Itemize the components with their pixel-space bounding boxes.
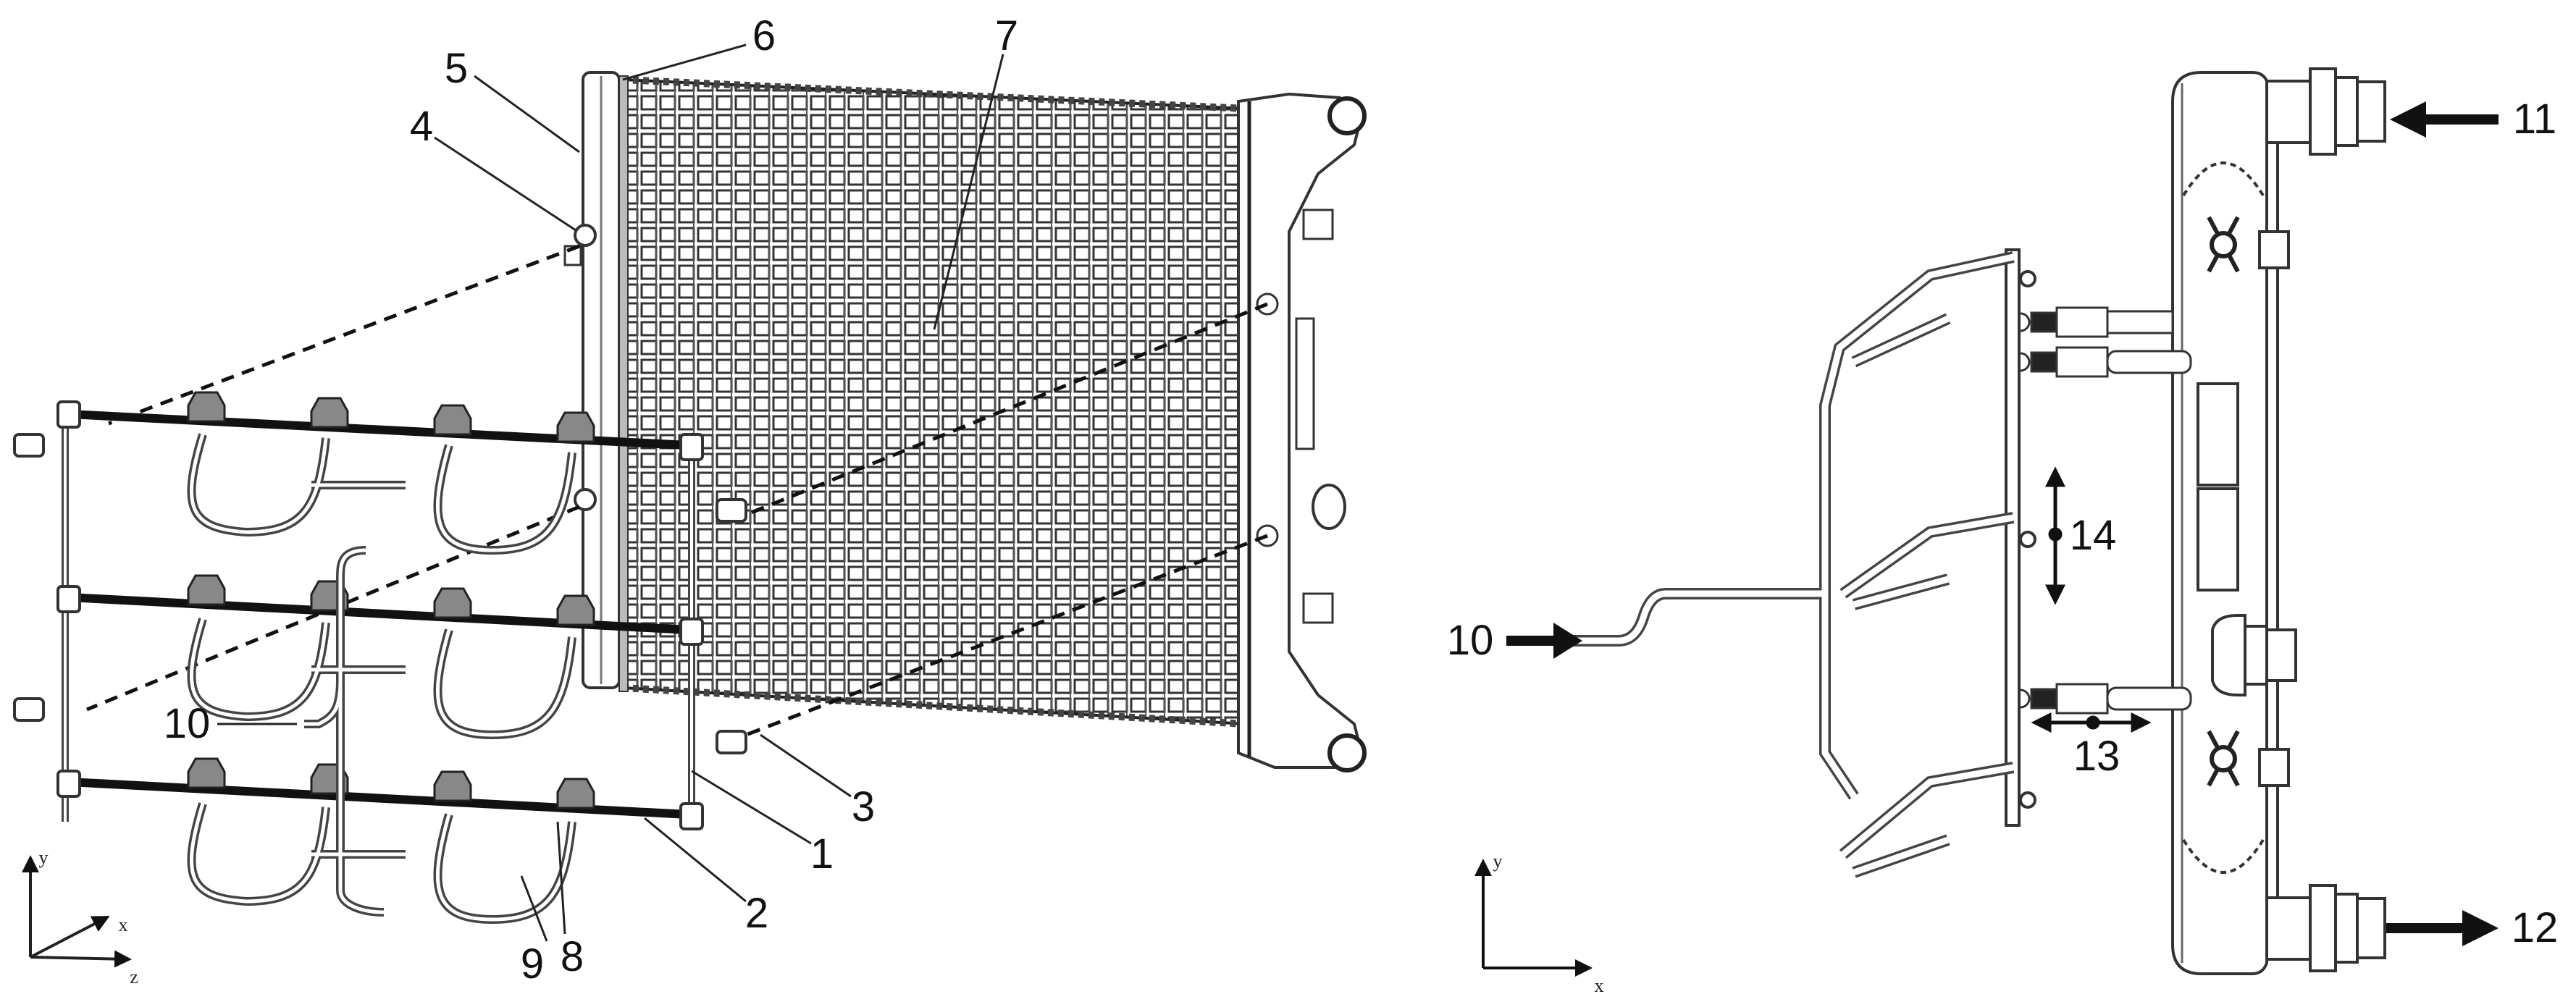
movement-arrows — [2031, 466, 2152, 733]
left-view — [13, 43, 1367, 968]
label-4: 4 — [409, 103, 434, 150]
label-8: 8 — [560, 933, 584, 980]
label-9: 9 — [520, 940, 545, 988]
right-axis-x-label: x — [1594, 975, 1604, 996]
mounting-pins — [563, 224, 597, 511]
label-13: 13 — [2073, 733, 2120, 780]
label-7: 7 — [994, 12, 1019, 59]
label-5: 5 — [444, 45, 469, 92]
side-tank — [2171, 67, 2386, 975]
label-6: 6 — [752, 12, 776, 59]
leader-lines — [217, 43, 1004, 942]
label-2: 2 — [744, 890, 769, 937]
manifold-plate — [2005, 248, 2036, 827]
left-axis-x-label: x — [118, 914, 128, 935]
label-14: 14 — [2069, 512, 2117, 559]
left-axis-z-label: z — [130, 967, 138, 988]
label-10-left: 10 — [163, 700, 211, 747]
label-1: 1 — [810, 830, 834, 877]
label-3: 3 — [851, 783, 876, 830]
left-axis-y-label: y — [38, 847, 49, 868]
tank-clips — [2207, 216, 2240, 787]
spray-manifold — [13, 391, 747, 925]
right-axes-icon — [1474, 859, 1593, 977]
nozzle-actuators — [2010, 306, 2192, 715]
radiator-core — [621, 76, 1247, 728]
right-view — [1474, 67, 2499, 977]
left-axes-icon — [22, 855, 132, 968]
right-end-tank — [1237, 92, 1367, 772]
flow-arrows — [1506, 101, 2499, 946]
label-11: 11 — [2512, 96, 2557, 143]
label-10-right: 10 — [1446, 617, 1494, 664]
label-12: 12 — [2511, 904, 2559, 951]
right-axis-y-label: y — [1493, 851, 1503, 872]
left-header-tank — [582, 71, 629, 692]
